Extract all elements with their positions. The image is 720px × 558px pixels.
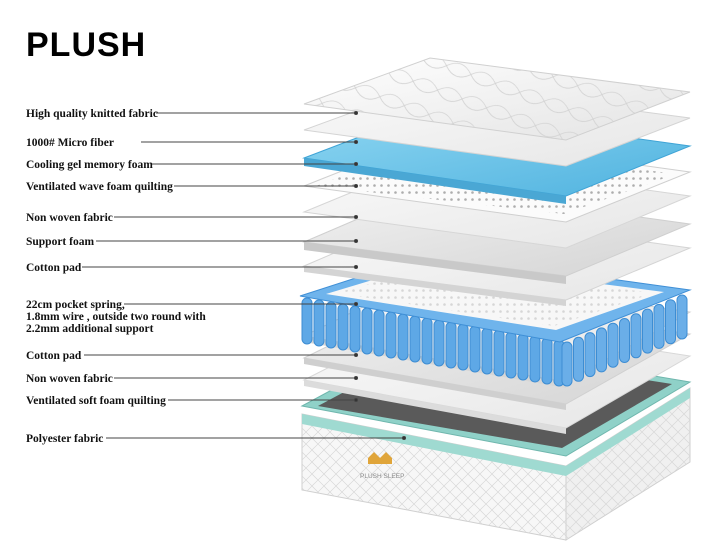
spring-coil	[573, 336, 584, 382]
leader-dot-polyester	[401, 435, 407, 441]
layer-label-line: Cooling gel memory foam	[26, 159, 153, 171]
spring-coil	[561, 341, 573, 387]
spring-coil	[385, 311, 397, 359]
layer-label-line: Non woven fabric	[26, 373, 113, 385]
leader-dot-knitted	[353, 110, 359, 116]
spring-coil	[665, 299, 676, 345]
layer-label-line: Cotton pad	[26, 350, 82, 362]
leader-dot-softfoam	[353, 397, 359, 403]
leader-dot-cotton1	[353, 264, 359, 270]
spring-coil	[397, 313, 409, 361]
layer-label-polyester: Polyester fabric	[26, 433, 103, 445]
layer-label-line: High quality knitted fabric	[26, 108, 158, 120]
spring-coil	[517, 333, 529, 381]
spring-coil	[541, 337, 553, 385]
spring-coil	[481, 327, 493, 375]
layer-label-line: Support foam	[26, 236, 95, 248]
leader-dot-nonwoven2	[353, 375, 359, 381]
layer-label-cotton1: Cotton pad	[26, 262, 81, 274]
spring-coil	[630, 313, 642, 359]
sheet-knitted-fabric	[303, 57, 691, 141]
leader-dot-support	[353, 238, 359, 244]
leader-dot-wave	[353, 183, 359, 189]
spring-coil	[607, 322, 619, 368]
spring-coil	[349, 305, 361, 353]
spring-coil	[642, 308, 653, 354]
layer-label-cotton2: Cotton pad	[26, 350, 81, 362]
spring-coil	[596, 327, 607, 373]
spring-coil	[529, 335, 541, 383]
spring-coil	[493, 329, 505, 377]
spring-coil	[373, 309, 385, 357]
page-title: PLUSH	[26, 26, 147, 64]
spring-coil	[584, 332, 596, 378]
layer-label-wave: Ventilated wave foam quilting	[26, 181, 173, 193]
leader-dot-spring	[353, 301, 359, 307]
layer-label-line: Ventilated wave foam quilting	[26, 181, 173, 193]
layer-label-line: 1.8mm wire , outside two round with	[26, 311, 206, 323]
spring-coil	[301, 297, 313, 345]
spring-coil	[433, 319, 445, 367]
leader-dot-cotton2	[353, 352, 359, 358]
brand-logo: PLUSH SLEEP	[360, 452, 404, 480]
spring-coil	[361, 307, 373, 355]
layer-label-microfiber: 1000# Micro fiber	[26, 137, 114, 149]
spring-coil	[469, 325, 481, 373]
spring-coil	[653, 303, 665, 349]
brand-logo-text: PLUSH SLEEP	[360, 473, 404, 480]
leader-dot-microfiber	[353, 139, 359, 145]
layer-label-support: Support foam	[26, 236, 94, 248]
layer-label-softfoam: Ventilated soft foam quilting	[26, 395, 166, 407]
spring-coil	[676, 294, 688, 340]
spring-coil	[409, 315, 421, 363]
layer-label-line: Ventilated soft foam quilting	[26, 395, 166, 407]
layer-label-spring: 22cm pocket spring,1.8mm wire , outside …	[26, 299, 206, 335]
spring-right-coils	[561, 294, 688, 387]
leader-dot-gel	[353, 161, 359, 167]
spring-coil	[421, 317, 433, 365]
spring-coil	[313, 299, 325, 347]
spring-coil	[445, 321, 457, 369]
spring-coil	[505, 331, 517, 379]
leader-dot-nonwoven1	[353, 214, 359, 220]
spring-coil	[457, 323, 469, 371]
spring-coil	[337, 303, 349, 351]
layer-label-nonwoven1: Non woven fabric	[26, 212, 113, 224]
layer-label-knitted: High quality knitted fabric	[26, 108, 158, 120]
spring-coil	[619, 318, 630, 363]
layer-label-line: 1000# Micro fiber	[26, 137, 114, 149]
leader-lines	[82, 110, 407, 441]
layer-label-line: Polyester fabric	[26, 433, 104, 445]
spring-coil	[325, 301, 337, 349]
layer-label-line: 2.2mm additional support	[26, 323, 154, 335]
layer-label-gel: Cooling gel memory foam	[26, 159, 153, 171]
layer-label-line: 22cm pocket spring,	[26, 299, 125, 311]
layer-label-line: Cotton pad	[26, 262, 82, 274]
layer-label-line: Non woven fabric	[26, 212, 113, 224]
layer-label-nonwoven2: Non woven fabric	[26, 373, 113, 385]
